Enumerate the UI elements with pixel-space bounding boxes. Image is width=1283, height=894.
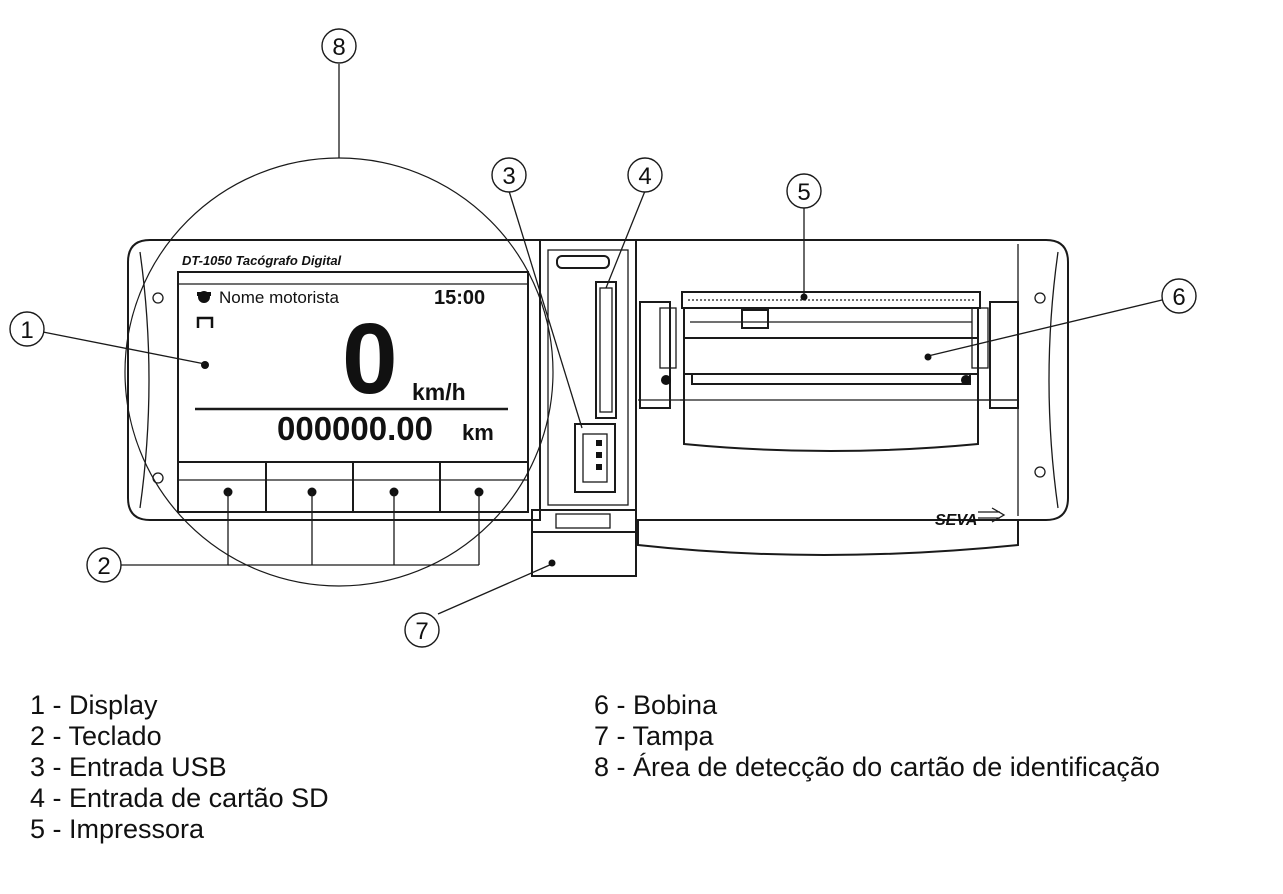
legend-item: 5 - Impressora — [30, 814, 205, 844]
usb-port[interactable] — [574, 423, 616, 493]
paper-roll-bobina — [661, 337, 979, 452]
svg-text:1: 1 — [20, 317, 33, 344]
brand-logo-arrow — [978, 507, 1006, 523]
brand-logo: SEVA — [935, 512, 977, 529]
cover-tampa[interactable] — [531, 509, 637, 577]
svg-text:8: 8 — [332, 34, 345, 61]
odometer-value: 000000.00 — [277, 410, 433, 447]
svg-text:2: 2 — [97, 553, 110, 580]
legend-item: 1 - Display — [30, 690, 158, 720]
callout-6-dot — [924, 353, 932, 361]
callout-4: 4 — [627, 157, 663, 193]
legend-item: 3 - Entrada USB — [30, 752, 227, 782]
card-detection-area — [124, 157, 554, 587]
svg-text:6: 6 — [1172, 284, 1185, 311]
callout-6: 6 — [1161, 278, 1197, 314]
odometer-unit: km — [462, 420, 494, 445]
svg-text:4: 4 — [638, 163, 651, 190]
driver-name: Nome motorista — [219, 288, 340, 307]
slot-column — [539, 239, 637, 511]
legend-item: 6 - Bobina — [594, 690, 718, 720]
legend-right: 6 - Bobina 7 - Tampa 8 - Área de detecçã… — [594, 690, 1160, 783]
display-dot — [201, 361, 209, 369]
callout-5: 5 — [786, 173, 822, 209]
legend-item: 8 - Área de detecção do cartão de identi… — [594, 752, 1160, 782]
callout-5-dot — [800, 293, 808, 301]
leader-lines — [42, 64, 1163, 615]
svg-text:5: 5 — [797, 179, 810, 206]
svg-text:3: 3 — [502, 163, 515, 190]
printer — [639, 291, 1019, 409]
model-logo: DT-1050 Tacógrafo Digital — [182, 253, 342, 268]
keypad — [177, 461, 529, 513]
clock-time: 15:00 — [434, 287, 485, 309]
legend-item: 4 - Entrada de cartão SD — [30, 783, 329, 813]
callout-3: 3 — [491, 157, 527, 193]
callout-7-dot — [548, 559, 556, 567]
speed-unit: km/h — [412, 379, 466, 405]
legend-item: 2 - Teclado — [30, 721, 162, 751]
callout-1: 1 — [9, 311, 45, 347]
legend-item: 7 - Tampa — [594, 721, 714, 751]
activity-icon — [196, 316, 214, 328]
legend-left: 1 - Display 2 - Teclado 3 - Entrada USB … — [30, 690, 329, 845]
driver-icon — [197, 291, 211, 303]
speed-value: 0 — [342, 303, 398, 415]
sd-card-slot[interactable] — [595, 281, 617, 419]
callout-7: 7 — [404, 612, 440, 648]
callout-2: 2 — [86, 547, 122, 583]
callout-8: 8 — [321, 28, 357, 64]
svg-text:7: 7 — [415, 618, 428, 645]
